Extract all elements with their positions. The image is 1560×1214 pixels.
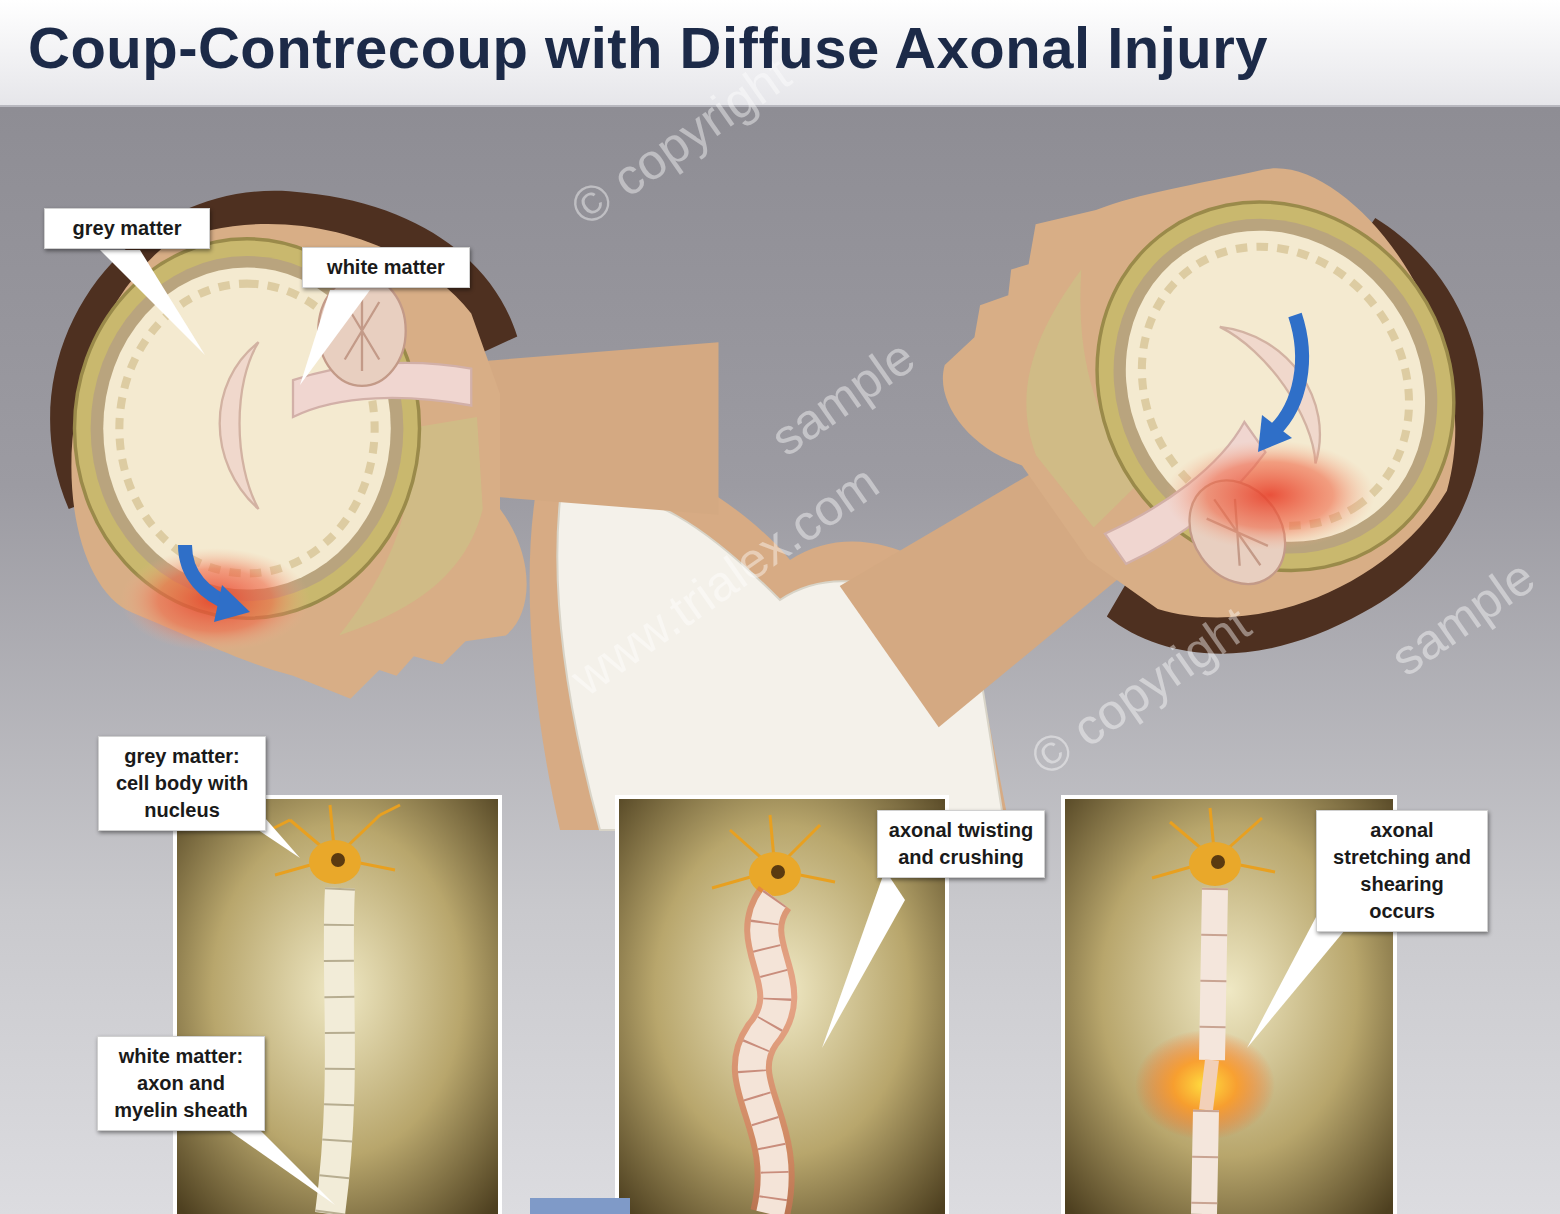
callout-box: white matter: axon and myelin sheath [97,1036,265,1131]
cell-body [309,840,361,884]
callout-text: grey matter: cell body with nucleus [107,743,257,824]
nav-tab [530,1198,630,1214]
callout-box: white matter [302,247,470,288]
arrow-head [1258,415,1292,452]
neuron-panel [175,797,500,1214]
callout-box: axonal stretching and shearing occurs [1316,810,1488,932]
callout-box: grey matter [44,208,210,249]
nucleus [1211,855,1225,869]
extended-head [734,52,1560,852]
diagram-title: Coup-Contrecoup with Diffuse Axonal Inju… [28,14,1268,81]
axon [1204,888,1215,1214]
axon [330,888,340,1214]
neuron [270,805,1275,888]
nucleus [331,853,345,867]
axon-stretched [1206,1060,1212,1110]
callout-box: grey matter: cell body with nucleus [98,736,266,831]
watermark: sample [760,328,925,468]
callout-text: white matter: axon and myelin sheath [106,1043,256,1124]
cell-body [1189,842,1241,886]
callout-text: axonal stretching and shearing occurs [1325,817,1479,925]
callout-box: axonal twisting and crushing [877,810,1045,878]
callout-text: grey matter [53,215,201,242]
myelin-segments [752,898,777,1214]
callout-text: white matter [311,254,461,281]
motion-arrow [1275,315,1302,430]
myelin-segments [1204,888,1215,1214]
axon [752,898,777,1214]
leader-pointers [100,250,1345,1205]
contrecoup-contusion [1165,440,1375,550]
myelin-segments [330,888,340,1214]
callout-text: axonal twisting and crushing [886,817,1036,871]
arrow-head [214,585,250,622]
nucleus [771,865,785,879]
axon-injury [752,898,777,1214]
